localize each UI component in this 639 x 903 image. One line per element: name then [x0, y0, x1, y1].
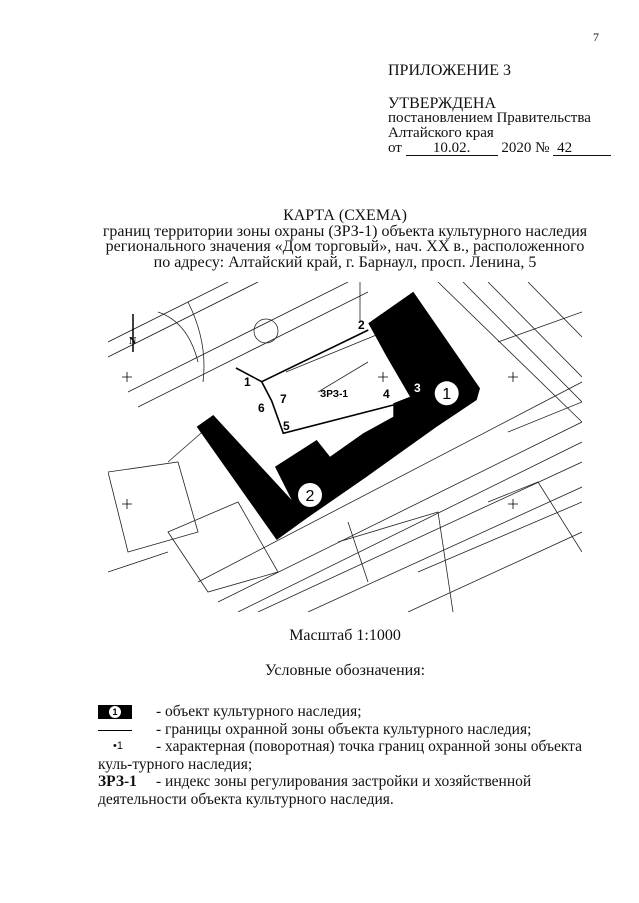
approval-number: 42 [553, 141, 612, 156]
object-marker-2: 2 [298, 483, 322, 507]
object-number-1: 1 [442, 386, 451, 403]
zone-index-symbol: ЗРЗ-1 [98, 773, 137, 790]
legend-item-point: •1 - характерная (поворотная) точка гран… [98, 738, 608, 773]
approval-year: 2020 № [501, 140, 550, 156]
object-marker-1: 1 [434, 381, 459, 406]
point-3: 3 [414, 381, 421, 395]
title-line4: по адресу: Алтайский край, г. Барнаул, п… [153, 253, 537, 271]
page-number: 7 [593, 30, 599, 44]
north-arrow: N [129, 314, 137, 352]
approval-line2: Алтайского края [388, 125, 494, 141]
approval-line1: постановлением Правительства [388, 110, 591, 126]
title-line2: границ территории зоны охраны (ЗРЗ-1) об… [102, 222, 588, 240]
approval-date-line: от 10.02. 2020 № 42 [388, 140, 612, 156]
north-label: N [129, 336, 137, 347]
legend-item-zone-index: ЗРЗ-1 - индекс зоны регулирования застро… [98, 773, 608, 808]
document-title: КАРТА (СХЕМА) границ территории зоны охр… [0, 208, 639, 270]
point-symbol: •1 [113, 740, 123, 752]
point-1: 1 [244, 375, 251, 389]
site-map: N 1 2 3 4 5 6 7 ЗРЗ-1 1 2 [108, 282, 582, 612]
approval-date: 10.02. [405, 141, 498, 156]
heritage-object-symbol: 1 [98, 705, 132, 719]
title-line3: регионального значения «Дом торговый», н… [105, 238, 585, 255]
point-4: 4 [383, 387, 390, 401]
point-7: 7 [280, 392, 287, 406]
zone-label: ЗРЗ-1 [320, 389, 348, 400]
protection-zone-boundary [235, 329, 394, 435]
title-line1: КАРТА (СХЕМА) [283, 207, 407, 224]
legend-text: - индекс зоны регулирования застройки и … [98, 773, 532, 808]
approval-block: УТВЕРЖДЕНА постановлением Правительства … [388, 95, 612, 156]
legend-heading: Условные обозначения: [264, 662, 426, 679]
point-5: 5 [283, 419, 290, 433]
approved-label: УТВЕРЖДЕНА [388, 95, 497, 112]
symbol-number: 1 [109, 706, 121, 718]
map-background-lines [108, 282, 582, 612]
boundary-points: 1 2 3 4 5 6 7 ЗРЗ-1 [244, 318, 421, 433]
boundary-line-symbol [98, 729, 132, 731]
point-6: 6 [258, 401, 265, 415]
object-number-2: 2 [306, 488, 315, 505]
legend-text: - границы охранной зоны объекта культурн… [156, 720, 532, 738]
legend-item-boundary: - границы охранной зоны объекта культурн… [98, 721, 608, 739]
heritage-object-building [196, 291, 480, 540]
map-scale: Масштаб 1:1000 [289, 627, 401, 644]
appendix-heading: ПРИЛОЖЕНИЕ 3 [388, 62, 512, 79]
map-crosses [122, 372, 518, 509]
legend-text: - характерная (поворотная) точка границ … [98, 738, 583, 773]
legend-text: - объект культурного наследия; [156, 703, 362, 720]
date-prefix: от [388, 140, 402, 156]
legend-item-heritage-object: 1 - объект культурного наследия; [98, 703, 608, 721]
point-2: 2 [358, 318, 365, 332]
legend: 1 - объект культурного наследия; - грани… [98, 703, 608, 808]
